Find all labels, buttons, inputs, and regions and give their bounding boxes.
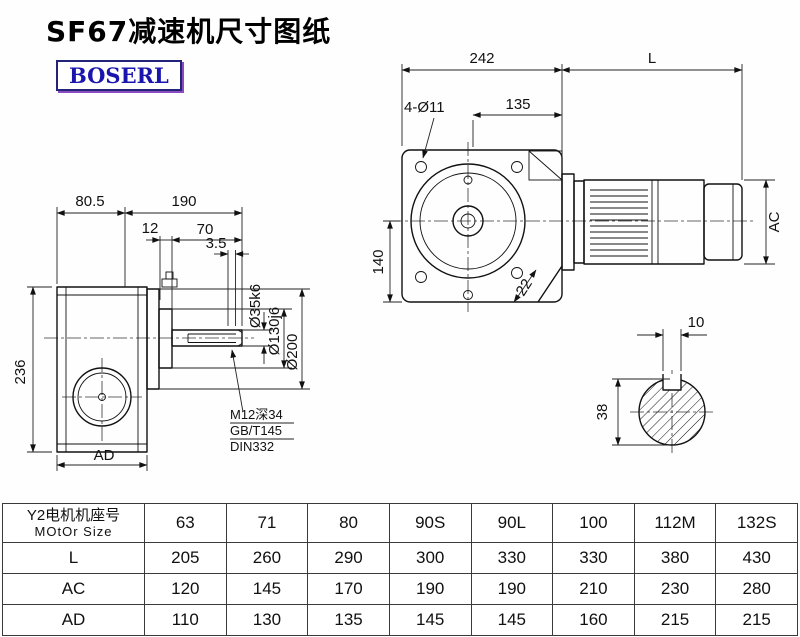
table-cell: 145: [388, 604, 472, 636]
table-cell: 215: [715, 604, 798, 636]
page-title: SF67减速机尺寸图纸: [46, 15, 332, 48]
table-cell: 120: [144, 573, 227, 605]
table-cell: 260: [225, 542, 309, 574]
dim-12-label: 12: [142, 220, 159, 237]
table-cell: 110: [144, 604, 227, 636]
keyway-slot: [663, 374, 681, 390]
row-label: AD: [2, 604, 145, 636]
motor: [561, 173, 743, 271]
row-label: L: [2, 542, 145, 574]
table-cell: 132S: [715, 503, 798, 543]
table-row: AD 110 130 135 145 145 160 215 215: [2, 604, 798, 636]
table-row: L 205 260 290 300 330 330 380 430: [2, 542, 798, 574]
table-cell: 90S: [388, 503, 472, 543]
table-cell: 330: [470, 542, 554, 574]
table-cell: 300: [388, 542, 472, 574]
table-cell: 90L: [470, 503, 554, 543]
table-cell: 170: [307, 573, 390, 605]
header-label-en: MOtOr Size: [34, 524, 113, 539]
dim-190-label: 190: [171, 193, 196, 210]
table-cell: 190: [470, 573, 554, 605]
dim-AC-label: AC: [766, 211, 783, 232]
table-cell: 63: [144, 503, 227, 543]
table-cell: 380: [633, 542, 717, 574]
dim-10-label: 10: [688, 314, 705, 331]
table-header-row: Y2电机机座号 MOtOr Size 63 71 80 90S 90L 100 …: [2, 503, 798, 543]
row-label: AC: [2, 573, 145, 605]
dim-AD-label: AD: [94, 447, 115, 464]
dim-3-5-label: 3.5: [206, 235, 227, 252]
header-label-cn: Y2电机机座号: [26, 507, 121, 524]
brand-logo: BOSERL: [56, 60, 182, 91]
table-header-cell: Y2电机机座号 MOtOr Size: [2, 503, 145, 543]
front-view: 242 L 135 4-Ø11 140 AC 22: [370, 50, 783, 312]
thread-note-line3: DIN332: [230, 439, 274, 454]
table-cell: 160: [552, 604, 635, 636]
thread-note-line2: GB/T145: [230, 423, 282, 438]
dim-bolt-holes-label: 4-Ø11: [404, 99, 445, 116]
table-cell: 71: [225, 503, 309, 543]
dimension-table: Y2电机机座号 MOtOr Size 63 71 80 90S 90L 100 …: [2, 503, 798, 636]
dim-22-label: 22: [513, 276, 536, 299]
table-cell: 215: [633, 604, 717, 636]
dim-236-label: 236: [12, 359, 29, 384]
dim-70-label: 70: [197, 221, 214, 238]
table-cell: 210: [552, 573, 635, 605]
table-cell: 100: [552, 503, 635, 543]
table-cell: 190: [388, 573, 472, 605]
table-cell: 230: [633, 573, 717, 605]
dim-242-label: 242: [469, 50, 494, 67]
thread-note-line1: M12深34: [230, 407, 283, 422]
table-cell: 145: [470, 604, 554, 636]
dim-38-label: 38: [594, 404, 611, 421]
dia-hub-label: Ø130j6: [266, 307, 283, 355]
dia-shaft-label: Ø35k6: [247, 284, 264, 328]
gear-housing-front: [401, 149, 563, 303]
table-cell: 135: [307, 604, 390, 636]
front-view-dimensions: 242 L 135 4-Ø11 140 AC 22: [370, 50, 783, 303]
dim-L-label: L: [648, 50, 656, 67]
side-view-dimensions: 80.5 190 12 70 3.5 236: [12, 193, 310, 471]
table-cell: 330: [552, 542, 635, 574]
table-cell: 80: [307, 503, 390, 543]
shaft-section-dimensions: 10 38: [594, 314, 707, 446]
side-view: 80.5 190 12 70 3.5 236: [12, 193, 310, 471]
gear-housing-side: [56, 271, 178, 453]
table-cell: 145: [225, 573, 309, 605]
output-shaft: [171, 329, 243, 347]
table-cell: 280: [715, 573, 798, 605]
dim-80-5-label: 80.5: [75, 193, 104, 210]
motor-fins: [590, 189, 648, 257]
table-row: AC 120 145 170 190 190 210 230 280: [2, 573, 798, 605]
table-cell: 130: [225, 604, 309, 636]
dim-140-label: 140: [370, 249, 387, 274]
table-cell: 290: [307, 542, 390, 574]
shaft-section-view: 10 38: [594, 314, 715, 456]
table-cell: 430: [715, 542, 798, 574]
technical-drawing: 242 L 135 4-Ø11 140 AC 22: [12, 50, 783, 471]
dim-135-label: 135: [505, 96, 530, 113]
dia-flange-label: Ø200: [284, 334, 301, 371]
table-cell: 112M: [633, 503, 717, 543]
table-cell: 205: [144, 542, 227, 574]
